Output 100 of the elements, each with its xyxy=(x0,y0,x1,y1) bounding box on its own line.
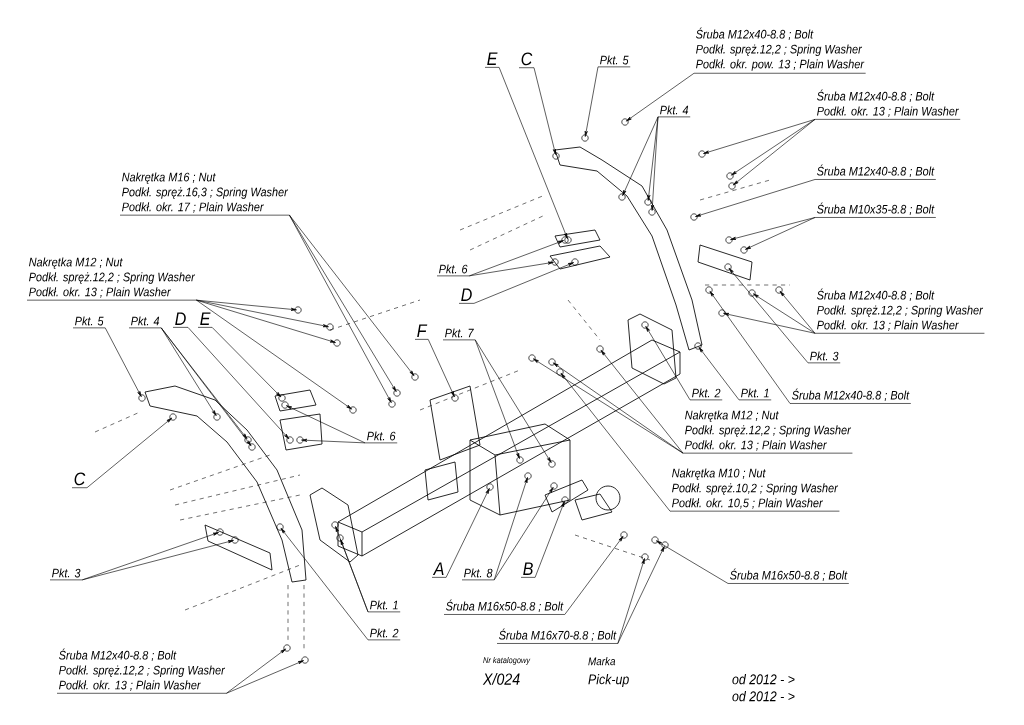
leader-line xyxy=(196,299,353,410)
callout-label: Pkt. 3 xyxy=(49,568,83,581)
part-callout: Nakrętka M12 ; Nut Podkł. spręż.12,2 ; Spring Washer Podkł. okr. 13 ; Plain Washer xyxy=(26,257,197,301)
part-callout: Śruba M12x40-8.8 ; Bolt Podkł. okr. 13 ; Plain Washer xyxy=(814,89,961,120)
leader-line xyxy=(625,72,695,122)
leader-line xyxy=(493,486,554,581)
mounting-plate xyxy=(549,245,611,270)
callout-label: Śruba M16x50-8.8 ; Bolt xyxy=(443,599,566,615)
leader-line xyxy=(532,358,684,454)
callout-letter: F xyxy=(414,324,429,340)
mounting-plate xyxy=(204,524,273,571)
catalog-number: X/024 xyxy=(482,673,520,685)
mounting-plate xyxy=(388,373,481,461)
year-range: od 2012 - > xyxy=(732,691,795,702)
part-callout: Śruba M12x40-8.8 ; Bolt Podkł. spręż.12,2 ; Spring Washer Podkł. okr. pow. 13 ; Plain Washer xyxy=(693,27,866,74)
leader-line xyxy=(81,532,219,581)
mounting-plate xyxy=(554,229,601,248)
leader-line xyxy=(622,116,659,196)
part-callout: Śruba M12x40-8.8 ; Bolt Podkł. spręż.12,2 ; Spring Washer Podkł. okr. 13 ; Plain Washer xyxy=(814,288,985,334)
tow-ball-mount xyxy=(544,479,669,561)
leader-line xyxy=(280,527,369,641)
leader-line xyxy=(289,214,415,377)
leader-line xyxy=(187,327,290,440)
callout-label: Pkt. 6 xyxy=(436,264,470,277)
leader-line xyxy=(745,217,816,250)
part-callout: Nakrętka M16 ; Nut Podkł. spręż.16,3 ; Spring Washer Podkł. okr. 17 ; Plain Washer xyxy=(119,172,290,216)
leader-line xyxy=(534,501,565,578)
leader-line xyxy=(732,119,816,186)
part-callout: Śruba M12x40-8.8 ; Bolt Podkł. spręż.12,2 ; Spring Washer Podkł. okr. 13 ; Plain Washer xyxy=(56,648,227,694)
callout-letter: D xyxy=(458,288,475,304)
leader-line xyxy=(427,339,455,397)
leader-line xyxy=(498,67,568,239)
receiver-box xyxy=(424,423,571,516)
leader-line xyxy=(160,327,217,417)
leader-line xyxy=(728,267,809,364)
leader-line xyxy=(617,558,645,644)
leader-line xyxy=(445,488,490,578)
make-label: Marka xyxy=(588,657,616,666)
leader-line xyxy=(226,660,304,694)
callout-letter: A xyxy=(431,562,447,578)
leader-line xyxy=(564,535,624,615)
callout-label: Śruba M10x35-8.8 ; Bolt xyxy=(814,202,937,218)
callout-label: Pkt. 4 xyxy=(128,316,162,329)
callout-label: Pkt. 1 xyxy=(367,600,401,613)
callout-letter: E xyxy=(484,52,500,68)
leader-line xyxy=(600,349,684,454)
model-name: Pick-up xyxy=(588,674,629,688)
leader-line xyxy=(698,346,740,401)
leader-line xyxy=(723,313,816,334)
part-callout: Nakrętka M10 ; Nut Podkł. spręż.10,2 ; Spring Washer Podkł. okr. 10,5 ; Plain Washer xyxy=(669,468,840,512)
part-callout: Nakrętka M12 ; Nut Podkł. spręż.12,2 ; Spring Washer Podkł. okr. 13 ; Plain Washer xyxy=(682,410,853,454)
callout-label: Pkt. 3 xyxy=(807,351,841,364)
leader-line xyxy=(468,261,554,277)
mounting-plate xyxy=(279,406,357,451)
leader-line xyxy=(196,299,336,343)
leader-line xyxy=(493,477,528,581)
callout-letter: C xyxy=(518,52,535,69)
callout-letter: E xyxy=(197,312,213,328)
callout-label: Pkt. 1 xyxy=(738,388,772,401)
callout-label: Pkt. 2 xyxy=(689,388,723,401)
mounting-plate xyxy=(274,306,341,412)
leader-line xyxy=(86,417,173,489)
catalog-label: Nr katalogowy xyxy=(483,657,531,665)
leader-line xyxy=(226,648,287,694)
leader-line xyxy=(301,438,366,444)
callout-label: Pkt. 4 xyxy=(657,105,691,118)
callout-label: Śruba M12x40-8.8 ; Bolt xyxy=(789,388,912,404)
side-bracket xyxy=(552,118,736,351)
leader-line xyxy=(81,540,234,581)
leader-line xyxy=(211,327,282,398)
leader-line xyxy=(730,119,816,176)
callout-letter: D xyxy=(172,312,189,328)
callout-label: Śruba M12x40-8.8 ; Bolt xyxy=(814,164,937,180)
leader-line xyxy=(650,116,659,211)
leader-line xyxy=(340,539,369,613)
leader-line xyxy=(474,339,520,459)
leader-line xyxy=(645,325,691,401)
leader-line xyxy=(468,240,564,277)
leader-line xyxy=(196,299,297,311)
leader-line xyxy=(695,179,816,217)
leader-line xyxy=(779,290,816,334)
callout-label: Śruba M16x50-8.8 ; Bolt xyxy=(727,568,850,584)
year-range: od 2012 - > xyxy=(732,674,795,685)
leader-line xyxy=(655,540,729,584)
callout-label: Pkt. 5 xyxy=(72,316,106,329)
leader-line xyxy=(560,372,671,512)
end-plate xyxy=(309,487,359,563)
leader-line xyxy=(286,405,366,444)
callout-label: Pkt. 6 xyxy=(364,431,398,444)
callout-letter: B xyxy=(520,562,536,578)
leader-line xyxy=(703,119,816,154)
leader-line xyxy=(533,67,556,155)
callout-label: Pkt. 2 xyxy=(367,628,401,641)
callout-label: Śruba M16x70-8.8 ; Bolt xyxy=(496,628,619,644)
leader-line xyxy=(752,293,816,334)
callout-letter: C xyxy=(71,472,88,489)
leader-line xyxy=(730,217,816,240)
leader-line xyxy=(584,66,599,137)
callout-label: Pkt. 5 xyxy=(597,55,631,68)
leader-line xyxy=(104,327,142,397)
